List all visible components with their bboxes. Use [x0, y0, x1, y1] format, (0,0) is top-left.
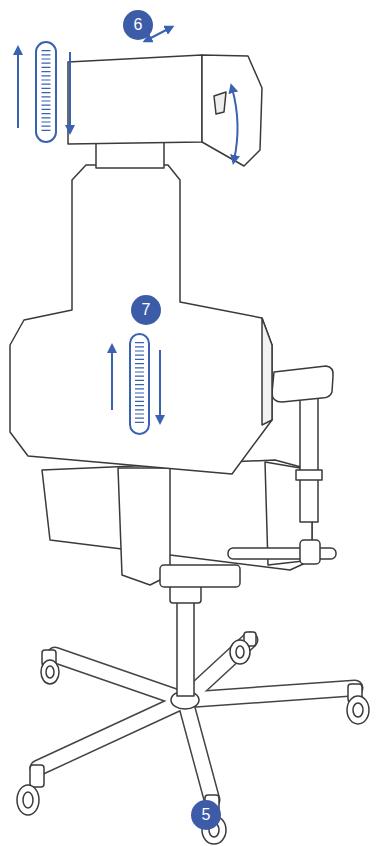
base-legs	[38, 640, 355, 800]
callout-number: 6	[123, 10, 153, 40]
callout-number: 5	[191, 800, 221, 830]
callout-number: 7	[131, 295, 161, 325]
backrest	[10, 165, 272, 474]
callout-number-text: 6	[134, 17, 143, 33]
callout-number-text: 5	[202, 807, 211, 823]
armrest-pad	[272, 366, 333, 402]
gas-cylinder	[177, 598, 194, 696]
armrest-post	[300, 392, 318, 522]
headrest	[68, 55, 202, 144]
height-adjust-symbol	[112, 334, 160, 434]
height-adjust-symbol	[18, 28, 238, 160]
callout-number-text: 7	[142, 302, 151, 318]
